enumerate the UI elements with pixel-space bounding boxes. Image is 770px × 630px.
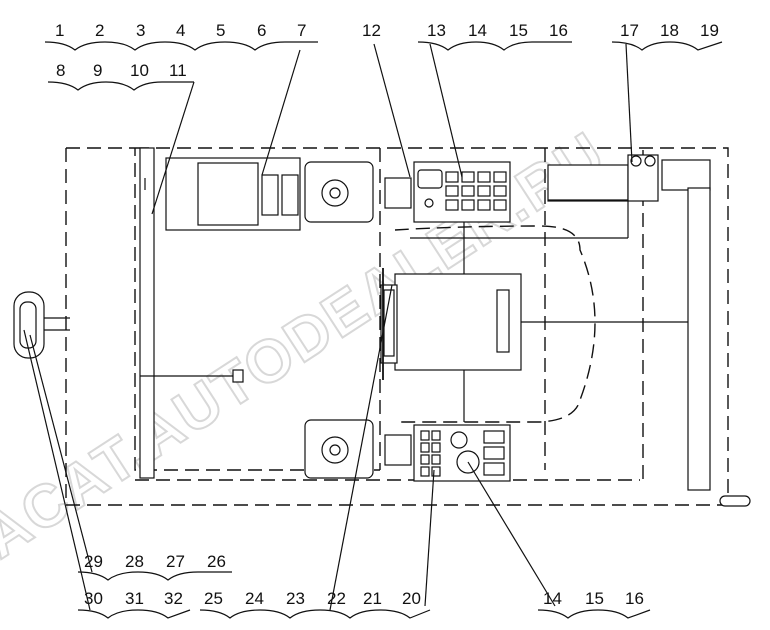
callout-17: 17 [620, 21, 639, 40]
callout-20: 20 [402, 589, 421, 608]
lower-main-gauge [456, 450, 480, 474]
callout-3: 3 [136, 21, 145, 40]
left-door-pillar [139, 147, 155, 479]
callout-22: 22 [327, 589, 346, 608]
callout-1: 1 [55, 21, 64, 40]
callout-19: 19 [700, 21, 719, 40]
front-switch-a [261, 174, 279, 216]
front-switch-b [281, 174, 299, 216]
leader-12 [373, 43, 411, 178]
callout-24: 24 [245, 589, 264, 608]
leader-17 [625, 43, 633, 163]
upper-panel-gauge [417, 169, 443, 189]
bracket-25-20 [199, 609, 431, 619]
leader-7 [261, 49, 301, 176]
callout-21: 21 [363, 589, 382, 608]
callout-6: 6 [257, 21, 266, 40]
outer-frame [65, 147, 745, 506]
callout-13: 13 [427, 21, 446, 40]
callout-27: 27 [166, 552, 185, 571]
speaker-top-center [329, 187, 341, 199]
callout-9: 9 [93, 61, 102, 80]
callout-5: 5 [216, 21, 225, 40]
callout-31: 31 [125, 589, 144, 608]
callout-14-top: 14 [468, 21, 487, 40]
leader-30 [23, 329, 91, 611]
lower-indicator-block [483, 430, 505, 476]
speaker-top-housing [304, 161, 374, 223]
callout-15-top: 15 [509, 21, 528, 40]
seat-armrest [496, 289, 510, 353]
top-small-box [384, 177, 412, 209]
leader-11 [151, 81, 195, 215]
callout-28: 28 [125, 552, 144, 571]
speaker-top-cone [321, 179, 349, 207]
callout-7: 7 [297, 21, 306, 40]
front-display-screen [197, 162, 259, 226]
bracket-14-16-bottom [537, 609, 651, 619]
right-tank [661, 159, 711, 191]
callout-2: 2 [95, 21, 104, 40]
leader-20 [424, 469, 435, 607]
speaker-bottom-cone [321, 436, 349, 464]
bracket-29-26 [77, 571, 232, 581]
small-switch [232, 369, 244, 383]
bracket-13-16-top [417, 41, 572, 51]
callout-26: 26 [207, 552, 226, 571]
bracket-1-7 [44, 41, 318, 51]
left-beacon-lens [19, 301, 37, 349]
leader-14-bottom [467, 461, 556, 607]
callout-4: 4 [176, 21, 185, 40]
bracket-30-32 [77, 609, 191, 619]
callout-29: 29 [84, 552, 103, 571]
bracket-8-11 [47, 81, 194, 91]
rail-end-cap [719, 495, 751, 507]
lower-small-gauge [450, 431, 468, 449]
top-right-control-box [547, 164, 629, 202]
top-right-connector-a [630, 155, 642, 167]
callout-11: 11 [169, 61, 187, 80]
leader-22 [329, 284, 393, 611]
callout-16-bottom: 16 [625, 589, 644, 608]
callout-32: 32 [164, 589, 183, 608]
callout-23: 23 [286, 589, 305, 608]
callout-16-top: 16 [549, 21, 568, 40]
callout-18: 18 [660, 21, 679, 40]
seat-swing-arc [394, 225, 596, 423]
speaker-bottom-center [329, 444, 341, 456]
callout-25: 25 [204, 589, 223, 608]
top-right-connector-b [644, 155, 656, 167]
right-vertical-duct [687, 187, 711, 491]
callout-12: 12 [362, 21, 381, 40]
bracket-17-19 [611, 41, 723, 51]
bottom-small-box [384, 434, 412, 466]
upper-panel-knob [424, 198, 434, 208]
leader-13 [429, 43, 463, 178]
callout-8: 8 [56, 61, 65, 80]
side-console-inner [383, 289, 395, 357]
lower-switch-column [420, 430, 441, 477]
top-right-bracket [627, 154, 659, 202]
upper-switch-grid [445, 171, 507, 211]
callout-15-bottom: 15 [585, 589, 604, 608]
callout-10: 10 [130, 61, 149, 80]
leader-29 [29, 334, 93, 573]
speaker-bottom-housing [304, 419, 374, 479]
